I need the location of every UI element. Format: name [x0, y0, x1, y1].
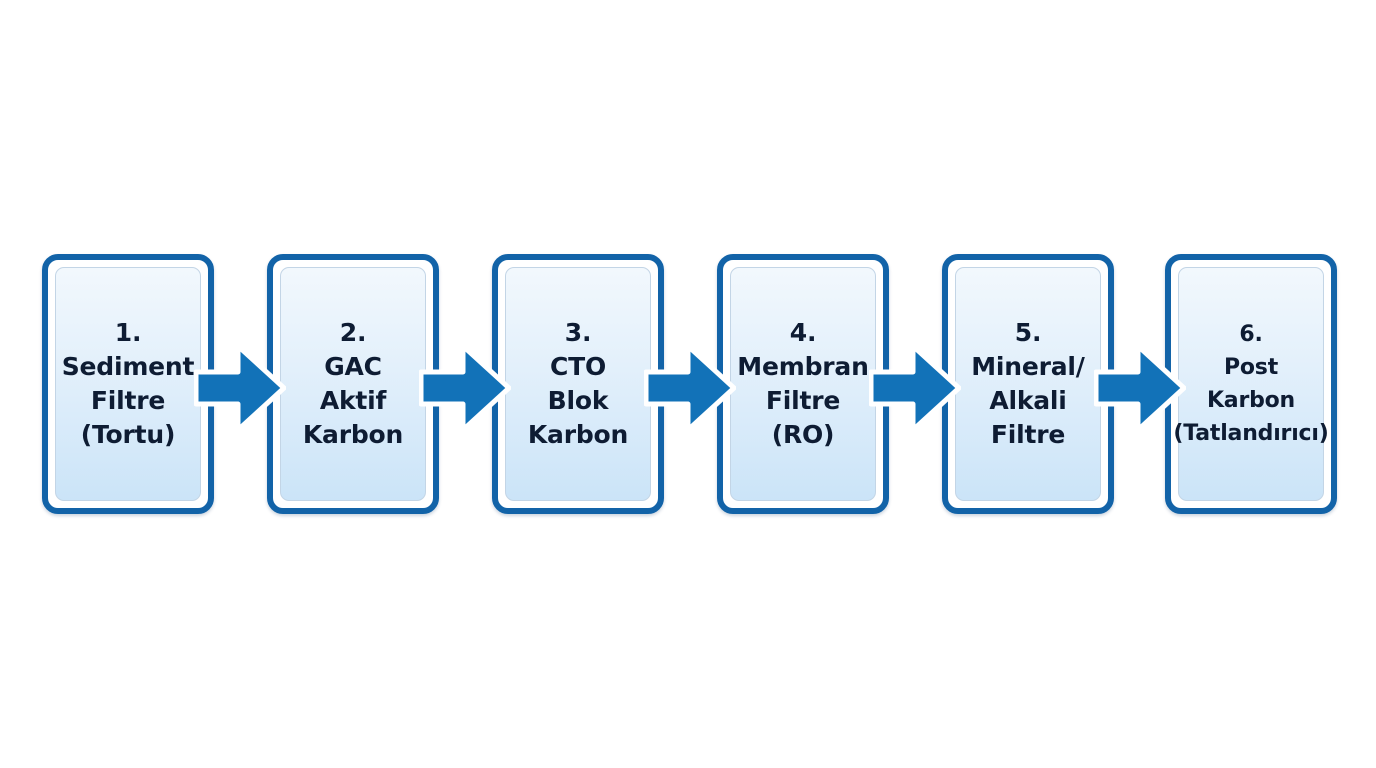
stage-box-2[interactable]: 2. GAC Aktif Karbon: [267, 254, 439, 514]
stage-box-6[interactable]: 6. Post Karbon (Tatlandırıcı): [1165, 254, 1337, 514]
stage-box-3-label: 3. CTO Blok Karbon: [527, 318, 629, 449]
stage-box-4-label: 4. Membran Filtre (RO): [737, 318, 869, 449]
stage-box-1-inner: 1. Sediment Filtre (Tortu): [55, 267, 201, 501]
stage-box-6-label: 6. Post Karbon (Tatlandırıcı): [1173, 322, 1329, 446]
stage-box-1-label: 1. Sediment Filtre (Tortu): [61, 318, 195, 449]
flow-arrow-icon-5: [1094, 342, 1186, 434]
stage-box-4-inner: 4. Membran Filtre (RO): [730, 267, 876, 501]
flow-row: 1. Sediment Filtre (Tortu) 2. GAC Aktif …: [0, 254, 1376, 516]
stage-box-5-inner: 5. Mineral/ Alkali Filtre: [955, 267, 1101, 501]
stage-box-1[interactable]: 1. Sediment Filtre (Tortu): [42, 254, 214, 514]
flow-arrow-icon-4: [869, 342, 961, 434]
stage-box-2-label: 2. GAC Aktif Karbon: [302, 318, 404, 449]
stage-box-2-inner: 2. GAC Aktif Karbon: [280, 267, 426, 501]
stage-box-3[interactable]: 3. CTO Blok Karbon: [492, 254, 664, 514]
flow-arrow-icon-1: [194, 342, 286, 434]
stage-box-4[interactable]: 4. Membran Filtre (RO): [717, 254, 889, 514]
stage-box-6-inner: 6. Post Karbon (Tatlandırıcı): [1173, 267, 1329, 501]
flow-arrow-icon-3: [644, 342, 736, 434]
stage-box-5[interactable]: 5. Mineral/ Alkali Filtre: [942, 254, 1114, 514]
flow-arrow-icon-2: [419, 342, 511, 434]
stage-box-3-inner: 3. CTO Blok Karbon: [505, 267, 651, 501]
stage-box-5-label: 5. Mineral/ Alkali Filtre: [971, 318, 1085, 449]
